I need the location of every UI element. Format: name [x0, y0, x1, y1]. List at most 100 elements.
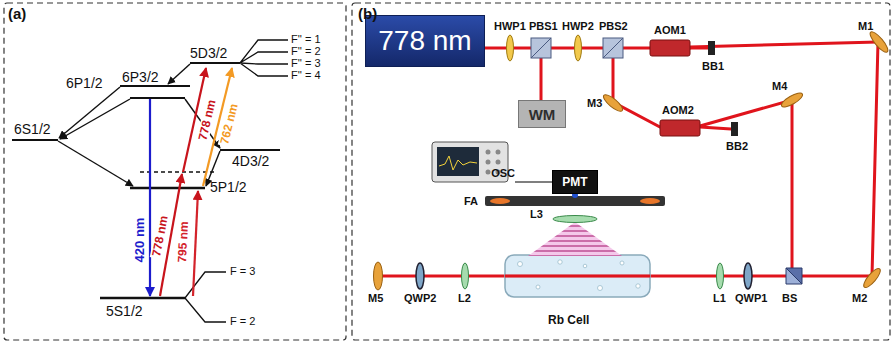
component-label: QWP1	[735, 292, 767, 304]
component-label: AOM2	[662, 104, 694, 116]
level-label: 6S1/2	[14, 122, 51, 137]
beam	[690, 42, 878, 47]
level-label: 5P1/2	[210, 180, 247, 195]
decay-arrow	[58, 141, 133, 186]
oscilloscope-screen	[437, 147, 479, 176]
panel-label: (b)	[358, 6, 377, 23]
component-label: BB2	[726, 140, 748, 152]
virtual-level	[140, 171, 215, 173]
polarizing-beam-splitter	[531, 38, 551, 58]
mirror	[868, 29, 891, 54]
hyperfine-label: F = 2	[230, 315, 255, 327]
photomultiplier-box: PMT	[552, 170, 598, 194]
component-label: M2	[852, 292, 867, 304]
wavelength-label: 762 nm	[218, 101, 241, 148]
lens	[553, 216, 597, 223]
mirror	[601, 92, 625, 114]
plate-end	[490, 198, 510, 204]
hyperfine-label: F'' = 2	[291, 45, 321, 57]
component-label: Rb Cell	[548, 314, 589, 327]
level-line	[220, 149, 280, 151]
quarter-wave-plate	[744, 263, 752, 289]
decay-arrows	[58, 64, 220, 186]
wavelength-label: 778 nm	[150, 213, 170, 260]
component-label: M3	[587, 97, 602, 109]
lens	[462, 263, 469, 289]
acousto-optic-modulator	[660, 120, 700, 136]
node-text: 778 nm	[378, 25, 471, 57]
wavelength-label: 795 nm	[176, 219, 190, 265]
trace	[439, 156, 477, 170]
decay-arrow	[60, 99, 130, 139]
node-text: PMT	[562, 175, 587, 189]
component-label: M5	[368, 292, 383, 304]
hyperfine-fan	[185, 40, 288, 322]
decay-arrow	[59, 87, 120, 138]
component-label: L3	[530, 208, 543, 220]
node-text: WM	[529, 106, 556, 123]
splitter-face	[603, 38, 623, 58]
mirror	[780, 91, 805, 110]
component-label: QWP2	[404, 292, 436, 304]
laser-beams	[378, 42, 878, 276]
vapor-cell	[505, 255, 650, 297]
level-label: 5D3/2	[190, 46, 227, 61]
component-label: L1	[713, 292, 726, 304]
beam	[613, 50, 731, 129]
component-label: PBS2	[599, 20, 628, 32]
level-line	[100, 297, 185, 300]
level-label: 6P1/2	[66, 76, 103, 91]
hyperfine-lines	[185, 272, 226, 322]
component-label: HWP2	[562, 20, 594, 32]
quarter-wave-plate	[416, 263, 424, 289]
mirror	[374, 262, 383, 290]
hyperfine-label: F'' = 3	[291, 57, 321, 69]
level-line	[190, 62, 240, 64]
component-label: HWP1	[494, 20, 526, 32]
component-label: AOM1	[654, 24, 686, 36]
half-wave-plate	[507, 35, 514, 61]
beam	[505, 275, 650, 278]
node-text: OSC	[491, 167, 515, 179]
wavemeter-box: WM	[518, 100, 566, 128]
hyperfine-label: F'' = 4	[291, 69, 321, 81]
splitter-face	[531, 38, 551, 58]
beam-splitter	[786, 268, 802, 284]
level-line	[12, 139, 58, 141]
acousto-optic-modulator	[650, 40, 690, 56]
polarizing-beam-splitter	[603, 38, 623, 58]
beam	[802, 42, 878, 276]
beam-splitter	[786, 268, 802, 284]
level-line	[120, 85, 190, 87]
component-label: M1	[858, 20, 873, 32]
component-label: M4	[772, 80, 787, 92]
half-wave-plate	[575, 35, 582, 61]
decay-arrow	[168, 64, 190, 84]
level-label: 5S1/2	[106, 304, 143, 319]
wavelength-label: 778 nm	[196, 97, 218, 144]
wavelength-label: 420 nm	[133, 216, 146, 265]
hyperfine-label: F'' = 1	[291, 33, 321, 45]
mirror	[861, 266, 883, 290]
component-label: FA	[464, 195, 478, 207]
component-label: BB1	[702, 60, 724, 72]
component-label: PBS1	[529, 20, 558, 32]
level-label: 4D3/2	[232, 154, 269, 169]
beam	[700, 100, 792, 272]
level-label: 6P3/2	[122, 70, 159, 85]
beam-block	[731, 122, 738, 136]
pump-arrow	[193, 191, 198, 296]
signal-cable	[515, 181, 552, 183]
lens	[717, 263, 724, 289]
level-line	[130, 97, 185, 99]
beam-block	[708, 41, 715, 55]
plate-end	[640, 198, 660, 204]
panel-label: (a)	[8, 6, 26, 23]
hyperfine-label: F = 3	[230, 265, 255, 277]
panel-frame	[4, 3, 346, 340]
hyperfine-lines	[240, 40, 288, 76]
fluorescence-cone	[528, 222, 622, 256]
component-label: L2	[458, 292, 471, 304]
